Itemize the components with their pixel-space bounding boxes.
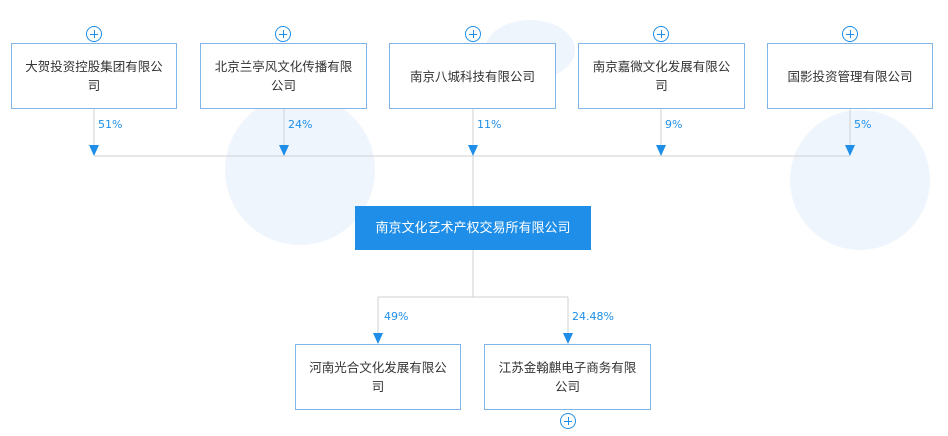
- plus-circle-icon[interactable]: [842, 26, 858, 42]
- watermark-circle: [790, 110, 930, 250]
- plus-circle-icon[interactable]: [275, 26, 291, 42]
- plus-circle-icon[interactable]: [653, 26, 669, 42]
- share-percent-label: 5%: [854, 118, 872, 131]
- shareholder-node[interactable]: 大贺投资控股集团有限公司: [11, 43, 177, 109]
- shareholder-node[interactable]: 国影投资管理有限公司: [767, 43, 933, 109]
- investment-percent-label: 49%: [384, 310, 409, 323]
- investment-node[interactable]: 河南光合文化发展有限公司: [295, 344, 461, 410]
- watermark-circle: [225, 95, 375, 245]
- share-percent-label: 51%: [98, 118, 123, 131]
- investment-node[interactable]: 江苏金翰麒电子商务有限公司: [484, 344, 651, 410]
- center-company-node[interactable]: 南京文化艺术产权交易所有限公司: [355, 206, 591, 250]
- plus-circle-icon[interactable]: [86, 26, 102, 42]
- share-percent-label: 11%: [477, 118, 502, 131]
- shareholder-node[interactable]: 南京八城科技有限公司: [389, 43, 556, 109]
- investment-percent-label: 24.48%: [572, 310, 614, 323]
- share-percent-label: 9%: [665, 118, 683, 131]
- shareholder-node[interactable]: 南京嘉微文化发展有限公司: [578, 43, 745, 109]
- plus-circle-icon[interactable]: [560, 413, 576, 429]
- plus-circle-icon[interactable]: [465, 26, 481, 42]
- share-percent-label: 24%: [288, 118, 313, 131]
- shareholder-node[interactable]: 北京兰亭风文化传播有限公司: [200, 43, 367, 109]
